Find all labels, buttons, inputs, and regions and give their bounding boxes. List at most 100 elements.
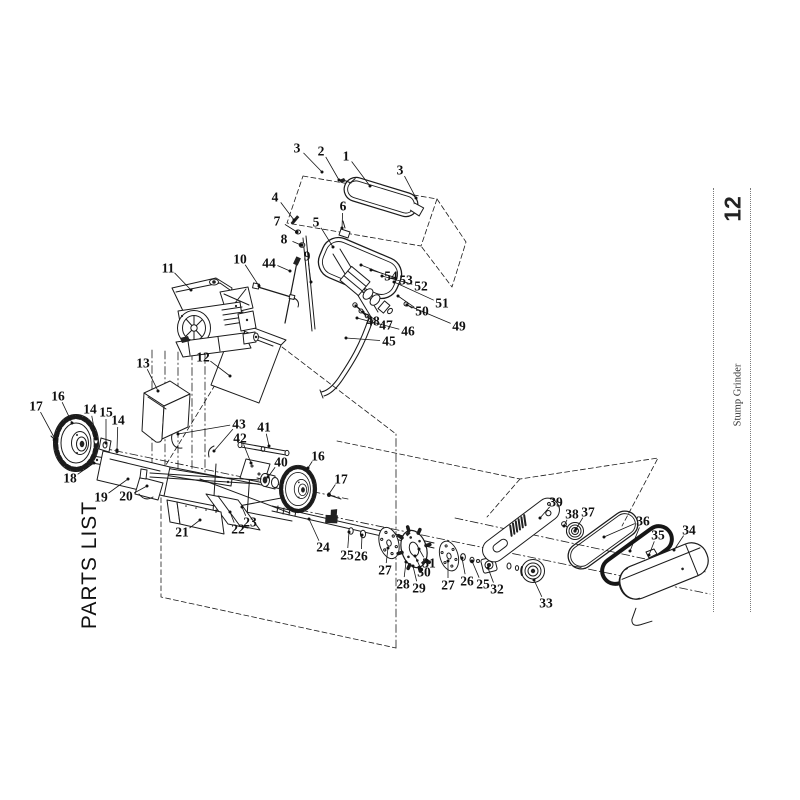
leader-dot [320, 170, 324, 174]
cutter-assembly [271, 505, 545, 583]
leader-dot [292, 218, 296, 222]
leader-dot [299, 243, 303, 247]
leader-line [241, 506, 247, 516]
tension-plate-39 [482, 497, 560, 563]
leader-line [648, 541, 655, 556]
part-label: 29 [412, 581, 426, 596]
leader-line [356, 317, 400, 330]
leader-line [61, 402, 73, 424]
leader-dot [337, 178, 341, 182]
leader-dot [94, 437, 98, 441]
part-label: 3 [397, 163, 404, 178]
part-label: 51 [435, 296, 449, 311]
part-label: 39 [549, 495, 563, 510]
flange-disc-left [378, 526, 400, 560]
part-label: 38 [565, 507, 579, 522]
part-label: 34 [682, 523, 696, 538]
right-wheel-drawing [277, 463, 319, 515]
leader-dot [249, 461, 253, 465]
sidebar-rule-right [750, 188, 751, 612]
leader-line [328, 484, 336, 495]
leader-line [629, 527, 640, 552]
leader-line [307, 262, 312, 283]
leader-line [146, 368, 159, 392]
part-label: 24 [316, 540, 330, 555]
leader-line [461, 557, 466, 575]
side-title: Stump Grinder [732, 363, 744, 427]
leader-dot [404, 560, 408, 564]
part-label: 17 [334, 472, 348, 487]
part-label: 9 [304, 249, 311, 264]
leader-dot [156, 389, 160, 393]
leader-line [308, 518, 320, 541]
part-label: 27 [378, 563, 392, 578]
leader-dot [309, 280, 313, 284]
leader-dot [288, 269, 292, 273]
leader-line [345, 337, 381, 341]
part-label: 18 [63, 471, 77, 486]
leader-dot [126, 477, 130, 481]
part-label: 41 [257, 420, 271, 435]
leader-line [210, 360, 231, 377]
leader-line [351, 161, 371, 187]
leader-line [320, 227, 334, 248]
leader-line [174, 272, 192, 291]
part-label: 26 [354, 549, 368, 564]
leader-dot [562, 524, 566, 528]
leader-line [403, 561, 407, 578]
part-label: 1 [343, 149, 350, 164]
part-label: 48 [366, 314, 380, 329]
leader-line [243, 444, 252, 464]
leader-line [40, 411, 56, 440]
leader-dot [327, 492, 331, 496]
part-label: 16 [51, 389, 65, 404]
part-label: 19 [94, 490, 108, 505]
part-label: 35 [651, 528, 665, 543]
leader-dot [115, 448, 119, 452]
leader-dot [70, 421, 74, 425]
leader-dot [189, 288, 193, 292]
leader-line [303, 152, 323, 173]
leader-line [91, 415, 97, 440]
leader-dot [53, 437, 57, 441]
leader-line [414, 555, 420, 567]
belt-outer [567, 510, 639, 570]
leader-line [471, 560, 480, 578]
coupler-40 [256, 473, 279, 490]
leader-dot [344, 336, 348, 340]
leader-line [406, 304, 451, 324]
leader-dot [405, 303, 409, 307]
part-label: 46 [401, 324, 415, 339]
leader-dot [602, 535, 606, 539]
leader-line [267, 467, 276, 478]
lower-tube-45 [319, 316, 374, 399]
leader-line [673, 535, 684, 551]
part-label: 11 [162, 261, 175, 276]
part-label: 12 [196, 350, 210, 365]
part-label: 20 [119, 489, 133, 504]
cutter-wheel [396, 525, 432, 573]
leader-line [355, 305, 367, 317]
part-label: 25 [340, 548, 354, 563]
leader-dot [411, 564, 415, 568]
part-label: 26 [460, 574, 474, 589]
leader-line [133, 485, 148, 494]
leader-line [381, 275, 413, 285]
panel-21 [166, 499, 225, 535]
part-label: 4 [272, 190, 279, 205]
part-label: 44 [262, 256, 276, 271]
leader-line [412, 565, 418, 582]
shaft-clamp [325, 509, 338, 524]
part-label: 23 [243, 515, 257, 530]
part-label: 2 [318, 144, 325, 159]
part-label: 50 [415, 304, 429, 319]
leader-line [177, 424, 231, 435]
part-label: 5 [313, 215, 320, 230]
leader-dot [145, 484, 149, 488]
part-label: 3 [294, 141, 301, 156]
part-label: 43 [232, 417, 246, 432]
leader-dot [267, 444, 271, 448]
leader-dot [295, 230, 299, 234]
